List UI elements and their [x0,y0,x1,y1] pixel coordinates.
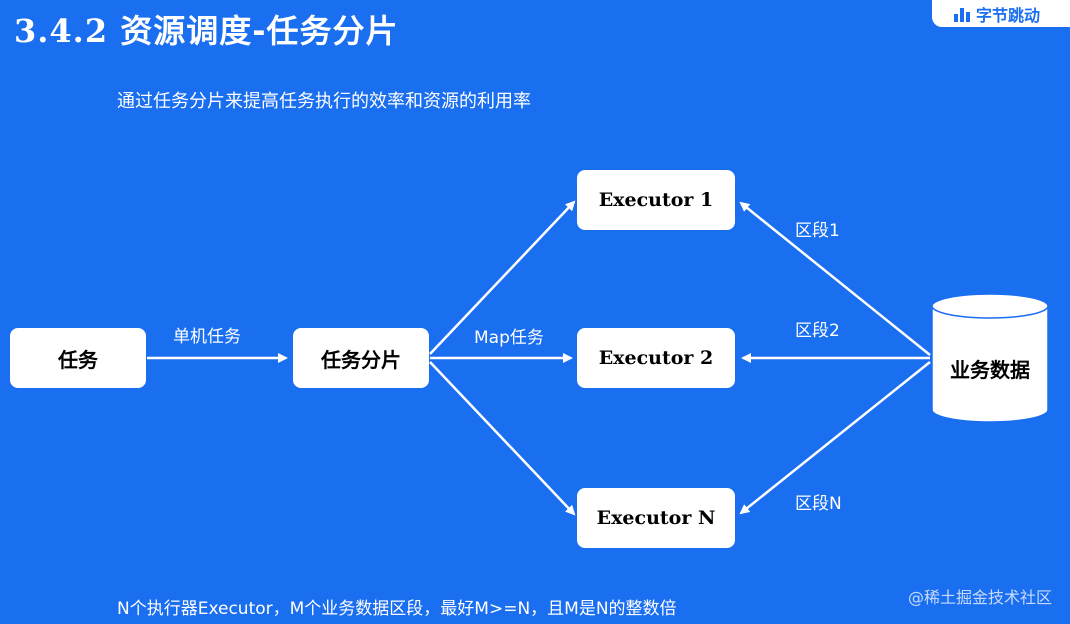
brand-logo: 字节跳动 [932,0,1070,27]
page-title: 3.4.2 资源调度-任务分片 [14,6,399,52]
section-number: 3.4.2 [14,12,109,50]
arrow-data-to-executor-1 [739,201,931,356]
node-executor-2: Executor 2 [577,328,735,388]
node-business-data: 业务数据 [950,357,1030,382]
edge-label-segment-1: 区段1 [795,221,840,241]
arrow-data-to-executor-n [739,361,931,515]
edge-label-single-task: 单机任务 [173,327,241,347]
page-subtitle: 通过任务分片来提高任务执行的效率和资源的利用率 [117,91,531,112]
edge-label-segment-n: 区段N [795,494,842,514]
node-task: 任务 [10,328,146,388]
arrow-sharding-to-executor-n [429,361,576,516]
edge-label-map-task: Map任务 [474,328,544,348]
arrow-sharding-to-executor-1 [429,200,576,355]
edge-label-segment-2: 区段2 [795,321,840,341]
source-credit: @稀土掘金技术社区 [907,588,1052,607]
logo-bars-icon [954,7,970,22]
node-executor-1: Executor 1 [577,170,735,230]
node-task-sharding: 任务分片 [293,328,429,388]
node-executor-n: Executor N [577,488,735,548]
footer-note: N个执行器Executor，M个业务数据区段，最好M>=N，且M是N的整数倍 [117,599,677,619]
logo-text: 字节跳动 [976,5,1041,25]
database-cylinder-icon [931,293,1049,423]
title-text: 资源调度-任务分片 [120,12,399,50]
